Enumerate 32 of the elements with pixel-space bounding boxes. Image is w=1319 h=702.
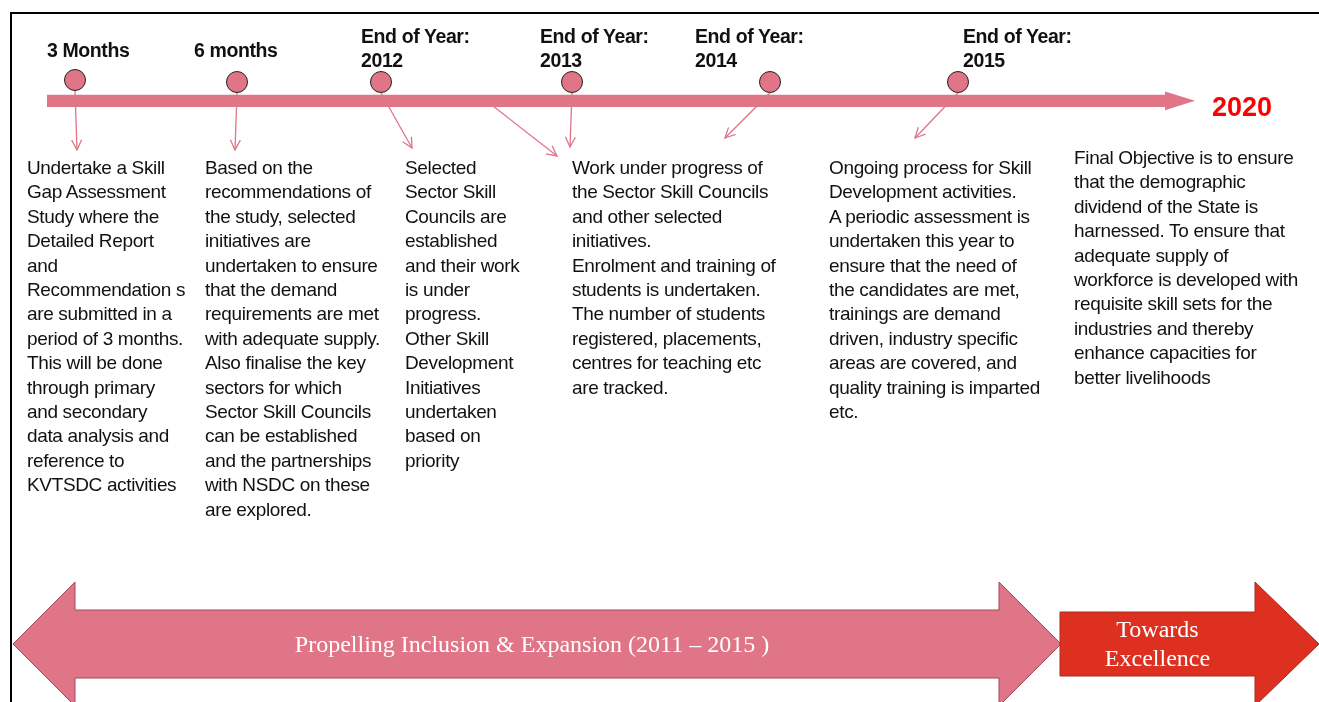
description-text: Final Objective is to ensure that the demographic dividend of the State is harnessed. To ensure that adequate supply of workforce is developed with requisite skill sets for the industries and thereby enhance capacities for better livelihoods — [1074, 146, 1299, 390]
description-text: Based on the recommendations of the study, selected initiatives are undertaken to ensure that the demand requirements are met with adequate supply. Also finalise the key sectors for which Sector Skill Councils can be established and the partnerships with NSDC on these are explored. — [205, 156, 381, 522]
description-text: Work under progress of the Sector Skill Councils and other selected initiatives. — [572, 156, 770, 254]
arrow — [71, 90, 83, 151]
milestone-heading: End of Year: 2013 — [540, 24, 650, 72]
arrow — [229, 92, 241, 151]
arrow — [492, 105, 558, 157]
year-label: 2020 — [1212, 91, 1273, 124]
description-text: Undertake a Skill Gap Assessment Study where the Detailed Report and Recommendation s are submitted in a period of 3 months. This will be done through primary and secondary data analysis and reference to KVTSDC activities — [27, 156, 187, 498]
phase-label: Propelling Inclusion & Expansion (2011 – 2015 ) — [294, 629, 770, 659]
description-text: The number of students registered, placements, centres for teaching etc are tracked. — [572, 302, 766, 400]
description-text: Other Skill Development Initiatives undertaken based on priority — [405, 326, 515, 473]
arrow — [914, 92, 959, 139]
milestone-heading: End of Year: 2014 — [695, 24, 805, 72]
description-text: Selected Sector Skill Councils are established and their work is under progress. — [405, 156, 521, 327]
milestone-heading: 3 Months — [47, 38, 131, 62]
phase-label: Towards Excellence — [1103, 615, 1212, 673]
arrow — [380, 92, 413, 149]
milestone-circle — [370, 71, 392, 93]
description-text: Enrolment and training of students is undertaken. — [572, 253, 777, 303]
milestone-circle — [64, 69, 86, 91]
description-text: A periodic assessment is undertaken this year to ensure that the need of the candidates are met, trainings are demand driven, industry specific areas are covered, and quality training is imparted etc. — [829, 204, 1041, 425]
arrow — [724, 92, 771, 139]
milestone-heading: End of Year: 2012 — [361, 24, 471, 72]
arrow — [564, 92, 576, 148]
milestone-circle — [226, 71, 248, 93]
milestone-circle — [759, 71, 781, 93]
milestone-circle — [561, 71, 583, 93]
milestone-heading: 6 months — [194, 38, 279, 62]
milestone-circle — [947, 71, 969, 93]
description-text: Ongoing process for Skill Development activities. — [829, 156, 1033, 205]
milestone-heading: End of Year: 2015 — [963, 24, 1073, 72]
